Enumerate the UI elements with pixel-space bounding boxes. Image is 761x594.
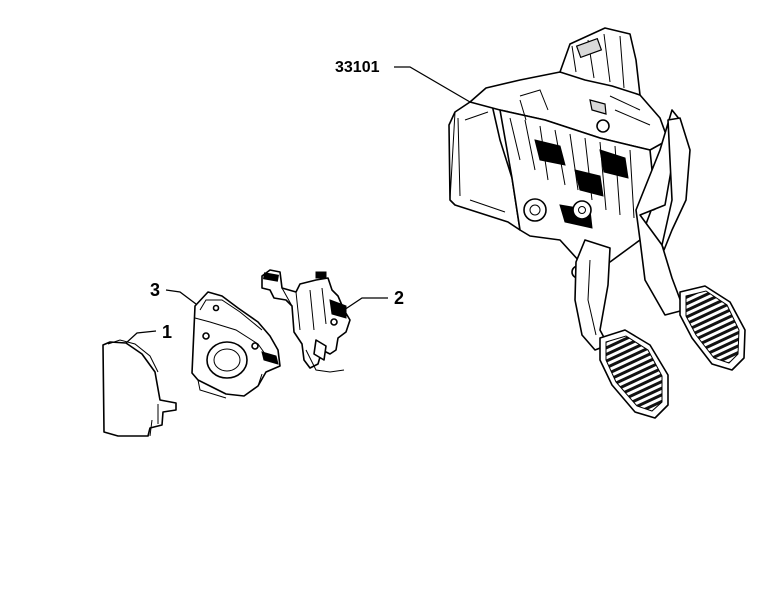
- leader-line-1: [125, 330, 157, 344]
- leader-line-2: [343, 297, 388, 311]
- callout-label-33101: 33101: [335, 59, 380, 76]
- callout-1: 1: [125, 322, 172, 344]
- leader-line-3: [165, 289, 197, 305]
- part-3-bracket: [191, 291, 281, 399]
- callout-label-3: 3: [150, 280, 160, 300]
- part-2-switch: [261, 269, 351, 373]
- callout-3: 3: [150, 280, 197, 305]
- leader-line-33101: [394, 66, 471, 103]
- part-1-cover: [102, 339, 177, 437]
- callout-2: 2: [343, 288, 404, 311]
- callout-33101: 33101: [335, 59, 471, 103]
- callout-label-2: 2: [394, 288, 404, 308]
- callout-label-1: 1: [162, 322, 172, 342]
- pedal-box-assembly: [448, 27, 746, 419]
